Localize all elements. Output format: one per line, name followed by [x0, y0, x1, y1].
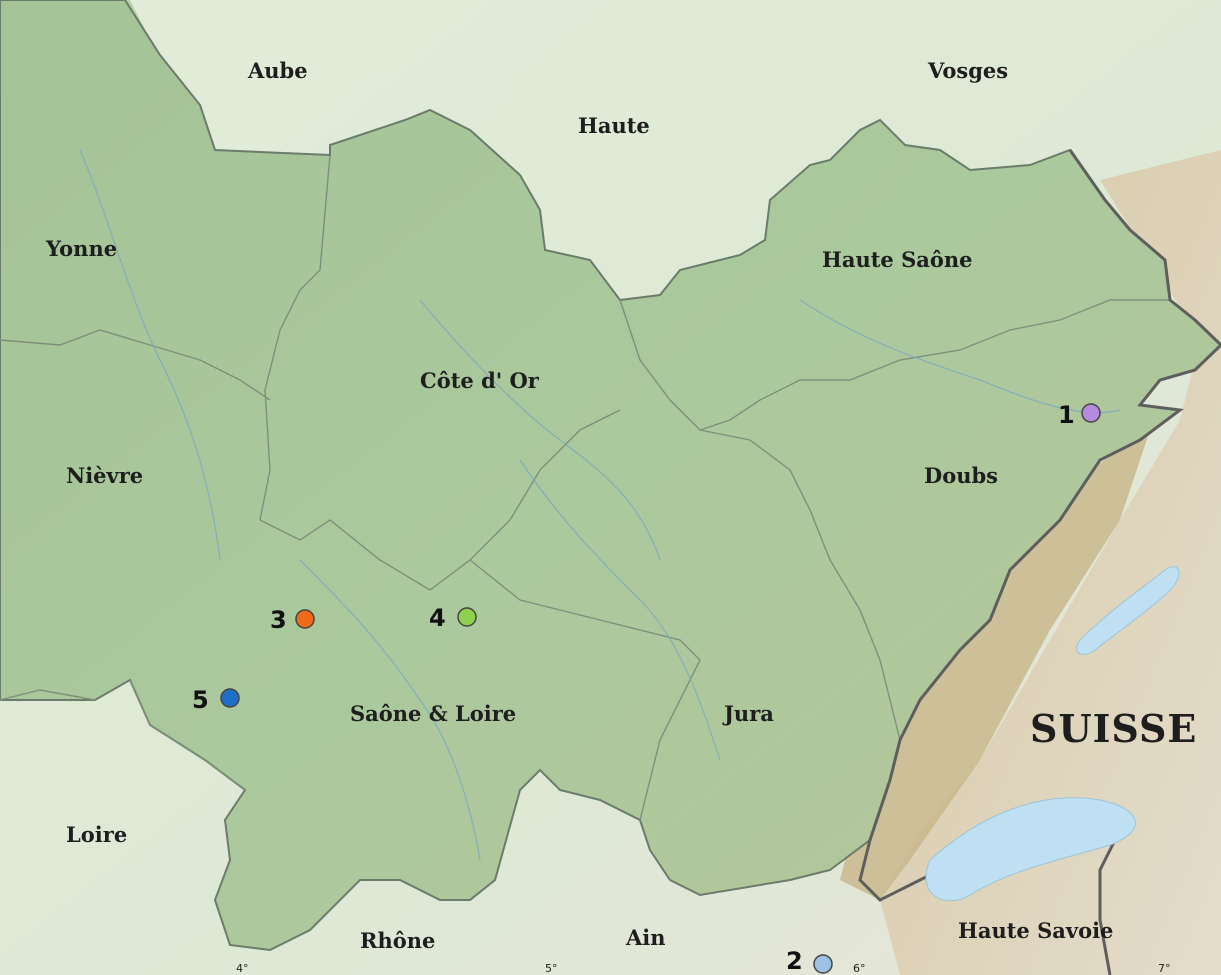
label-suisse: SUISSE — [1030, 706, 1197, 751]
lake-geneva — [925, 797, 1136, 902]
marker-5-number: 5 — [192, 686, 209, 714]
marker-3[interactable]: 3 — [270, 606, 315, 634]
marker-3-dot[interactable] — [295, 609, 315, 629]
lake-neuchatel — [1076, 566, 1180, 655]
label-doubs: Doubs — [924, 463, 998, 488]
tick-6: 6° — [853, 962, 866, 975]
tick-7: 7° — [1158, 962, 1171, 975]
rivers — [79, 149, 1121, 861]
marker-1[interactable]: 1 — [1058, 401, 1101, 429]
jura-mountains — [840, 430, 1150, 900]
label-aube: Aube — [247, 58, 308, 83]
department-borders — [0, 154, 1170, 821]
label-yonne: Yonne — [45, 236, 117, 261]
marker-3-number: 3 — [270, 606, 287, 634]
marker-4-dot[interactable] — [457, 607, 477, 627]
label-nievre: Nièvre — [66, 463, 143, 488]
tick-4: 4° — [236, 962, 249, 975]
marker-2[interactable]: 2 — [786, 947, 833, 975]
marker-1-number: 1 — [1058, 401, 1075, 429]
marker-4-number: 4 — [429, 604, 446, 632]
label-haute-saone: Haute Saône — [822, 247, 973, 272]
label-loire: Loire — [66, 822, 127, 847]
marker-1-dot[interactable] — [1081, 403, 1101, 423]
label-haute-savoie: Haute Savoie — [958, 918, 1113, 943]
swiss-relief — [880, 150, 1221, 975]
marker-5[interactable]: 5 — [192, 686, 240, 714]
marker-5-dot[interactable] — [220, 688, 240, 708]
label-cote-dor: Côte d' Or — [420, 368, 540, 393]
labels: Aube Vosges Haute Yonne Haute Saône Côte… — [45, 58, 1197, 953]
longitude-ticks: 4° 5° 6° 7° — [236, 962, 1171, 975]
label-rhone: Rhône — [360, 928, 435, 953]
label-jura: Jura — [722, 701, 774, 726]
marker-2-dot[interactable] — [813, 954, 833, 974]
marker-4[interactable]: 4 — [429, 604, 477, 632]
label-vosges: Vosges — [927, 58, 1008, 83]
label-saone-loire: Saône & Loire — [350, 701, 516, 726]
site-markers: 1 2 3 4 5 — [192, 401, 1101, 975]
label-ain: Ain — [625, 925, 666, 950]
tick-5: 5° — [545, 962, 558, 975]
label-haute: Haute — [578, 113, 650, 138]
marker-2-number: 2 — [786, 947, 803, 975]
